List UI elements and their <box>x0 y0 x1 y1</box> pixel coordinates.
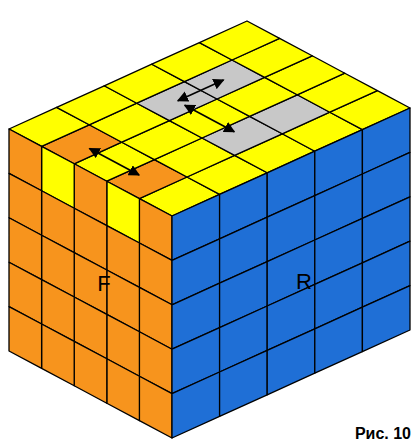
move-arrow <box>185 105 235 131</box>
right-sticker <box>315 307 363 373</box>
face-label: R <box>296 271 312 293</box>
right-sticker <box>220 350 268 416</box>
front-sticker <box>74 341 107 403</box>
front-sticker <box>42 324 75 386</box>
move-arrow <box>178 80 224 101</box>
figure-caption: Рис. 10 <box>355 426 411 442</box>
front-sticker <box>107 359 140 421</box>
top-sticker <box>199 21 279 60</box>
move-arrows <box>90 80 235 175</box>
right-sticker <box>172 372 220 438</box>
face-label: F <box>97 273 110 295</box>
front-sticker <box>139 376 172 438</box>
front-sticker <box>9 307 42 369</box>
cube-stickers <box>9 21 410 438</box>
right-sticker <box>267 329 315 395</box>
right-sticker <box>362 286 410 352</box>
move-arrow <box>90 148 140 174</box>
